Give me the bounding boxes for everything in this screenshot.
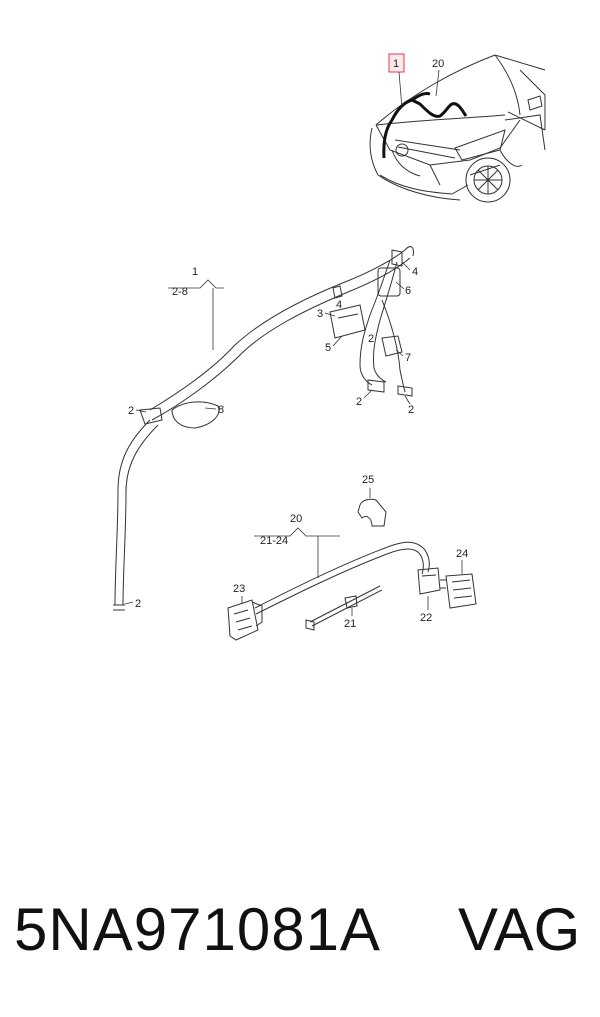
callout-7: 7 bbox=[405, 352, 411, 364]
callout-2-middle: 2 bbox=[368, 333, 374, 345]
callout-4-lower: 4 bbox=[336, 299, 342, 311]
callout-2-left-clip: 2 bbox=[128, 405, 134, 417]
callout-2-end-right: 2 bbox=[408, 404, 414, 416]
callout-1: 1 bbox=[192, 266, 198, 278]
callout-2-bottom-end: 2 bbox=[135, 598, 141, 610]
part-number: 5NA971081A bbox=[14, 896, 381, 963]
vehicle-inset bbox=[369, 54, 546, 203]
callout-22: 22 bbox=[420, 612, 432, 624]
wiring-harness-diagram: 1 20 1 2-8 bbox=[113, 53, 546, 641]
inset-highlight-box bbox=[388, 53, 405, 73]
brand-name: VAG bbox=[458, 896, 581, 963]
callout-6: 6 bbox=[405, 285, 411, 297]
callout-2-end-left: 2 bbox=[356, 396, 362, 408]
callout-3: 3 bbox=[317, 308, 323, 320]
callout-21: 21 bbox=[344, 618, 356, 630]
callout-25: 25 bbox=[362, 474, 374, 486]
callout-4-upper: 4 bbox=[412, 266, 418, 278]
callout-20: 20 bbox=[290, 513, 302, 525]
callout-8: 8 bbox=[218, 404, 224, 416]
callout-5: 5 bbox=[325, 342, 331, 354]
callout-24: 24 bbox=[456, 548, 468, 560]
callout-20-range: 21-24 bbox=[260, 535, 288, 547]
callout-23: 23 bbox=[233, 583, 245, 595]
inset-callout-20: 20 bbox=[432, 58, 444, 70]
inset-callout-1: 1 bbox=[393, 58, 399, 70]
secondary-harness bbox=[227, 498, 477, 641]
main-harness bbox=[113, 246, 414, 611]
inset-harness-highlight bbox=[382, 92, 468, 159]
callout-1-range: 2-8 bbox=[172, 286, 188, 298]
